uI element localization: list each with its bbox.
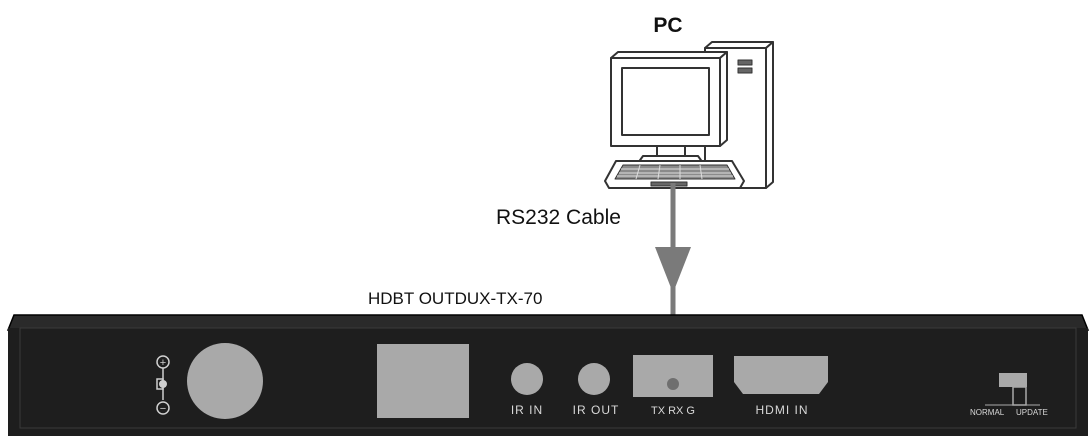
pc-keyboard xyxy=(604,160,745,189)
desktop-computer-icon xyxy=(604,41,774,189)
mode-switch: NORMAL UPDATE xyxy=(970,373,1048,417)
ir-in-label: IR IN xyxy=(511,403,543,417)
ir-out-label: IR OUT xyxy=(573,403,620,417)
hdmi-in-port xyxy=(734,356,828,394)
power-polarity-icon: + − xyxy=(156,355,170,415)
hdmi-in-label: HDMI IN xyxy=(756,403,809,417)
switch-normal-label: NORMAL xyxy=(970,408,1005,417)
switch-update-label: UPDATE xyxy=(1016,408,1048,417)
ir-in-jack xyxy=(511,363,543,395)
hdbt-port xyxy=(377,344,469,418)
pc-label: PC xyxy=(653,14,682,37)
device-label: HDBT OUTDUX-TX-70 xyxy=(368,289,542,308)
rs232-port-label: TX RX G xyxy=(651,405,695,417)
power-plus-symbol: + xyxy=(160,357,166,369)
cable-label: RS232 Cable xyxy=(496,206,621,229)
rs232-port xyxy=(633,355,713,397)
switch-body xyxy=(999,373,1027,387)
power-minus-symbol: − xyxy=(160,403,166,415)
ir-out-jack xyxy=(578,363,610,395)
device-rear-panel: + − IR IN IR OUT TX RX G HDMI IN xyxy=(6,314,1090,436)
dc-power-jack xyxy=(187,343,263,419)
pc-monitor xyxy=(610,51,728,164)
arrow-down-icon xyxy=(655,247,691,293)
panel-face xyxy=(8,328,1088,436)
rs232-plug xyxy=(667,378,679,390)
